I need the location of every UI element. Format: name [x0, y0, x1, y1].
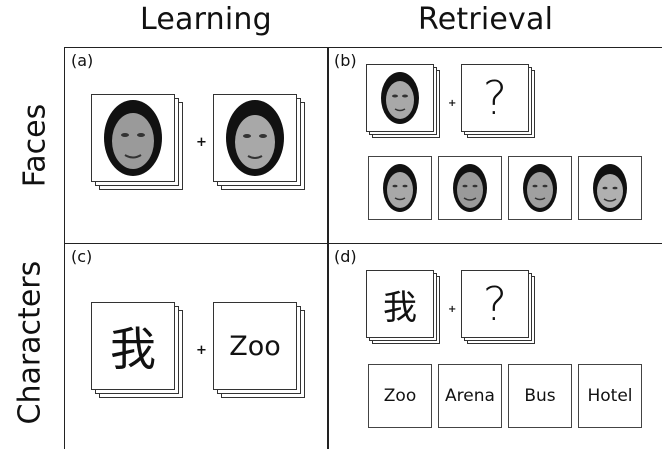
question-mark: ? [461, 270, 529, 338]
panel-d: (d) 我 + ? Zoo Arena Bus Hotel [327, 243, 662, 449]
face-image [593, 164, 627, 212]
plus-sign: + [196, 135, 207, 150]
face-image [381, 72, 419, 124]
panel-label-d: (d) [334, 247, 357, 266]
plus-sign: + [448, 98, 457, 109]
plus-sign: + [448, 304, 457, 315]
panel-label-b: (b) [334, 51, 357, 70]
chinese-character: 我 [91, 302, 175, 390]
word-option-zoo[interactable]: Zoo [368, 364, 432, 428]
panel-c: (c) 我 + Zoo [64, 243, 329, 449]
face-option-3[interactable] [508, 156, 572, 220]
question-mark: ? [461, 64, 529, 132]
chinese-character: 我 [366, 270, 434, 338]
word-option-hotel[interactable]: Hotel [578, 364, 642, 428]
face-image [104, 100, 162, 176]
row-header-characters: Characters [12, 260, 48, 425]
word-option-arena[interactable]: Arena [438, 364, 502, 428]
face-image [453, 164, 487, 212]
panel-b: (b) + ? [327, 47, 662, 244]
face-option-2[interactable] [438, 156, 502, 220]
face-image [383, 164, 417, 212]
panel-label-c: (c) [71, 247, 93, 266]
column-header-retrieval: Retrieval [418, 2, 554, 37]
face-image [523, 164, 557, 212]
plus-sign: + [196, 343, 207, 358]
panel-a: (a) + [64, 47, 329, 244]
english-word: Zoo [213, 302, 297, 390]
row-header-faces: Faces [17, 103, 53, 188]
word-option-bus[interactable]: Bus [508, 364, 572, 428]
column-header-learning: Learning [140, 2, 272, 37]
face-image [226, 100, 284, 176]
face-option-1[interactable] [368, 156, 432, 220]
face-option-4[interactable] [578, 156, 642, 220]
panel-label-a: (a) [71, 51, 94, 70]
